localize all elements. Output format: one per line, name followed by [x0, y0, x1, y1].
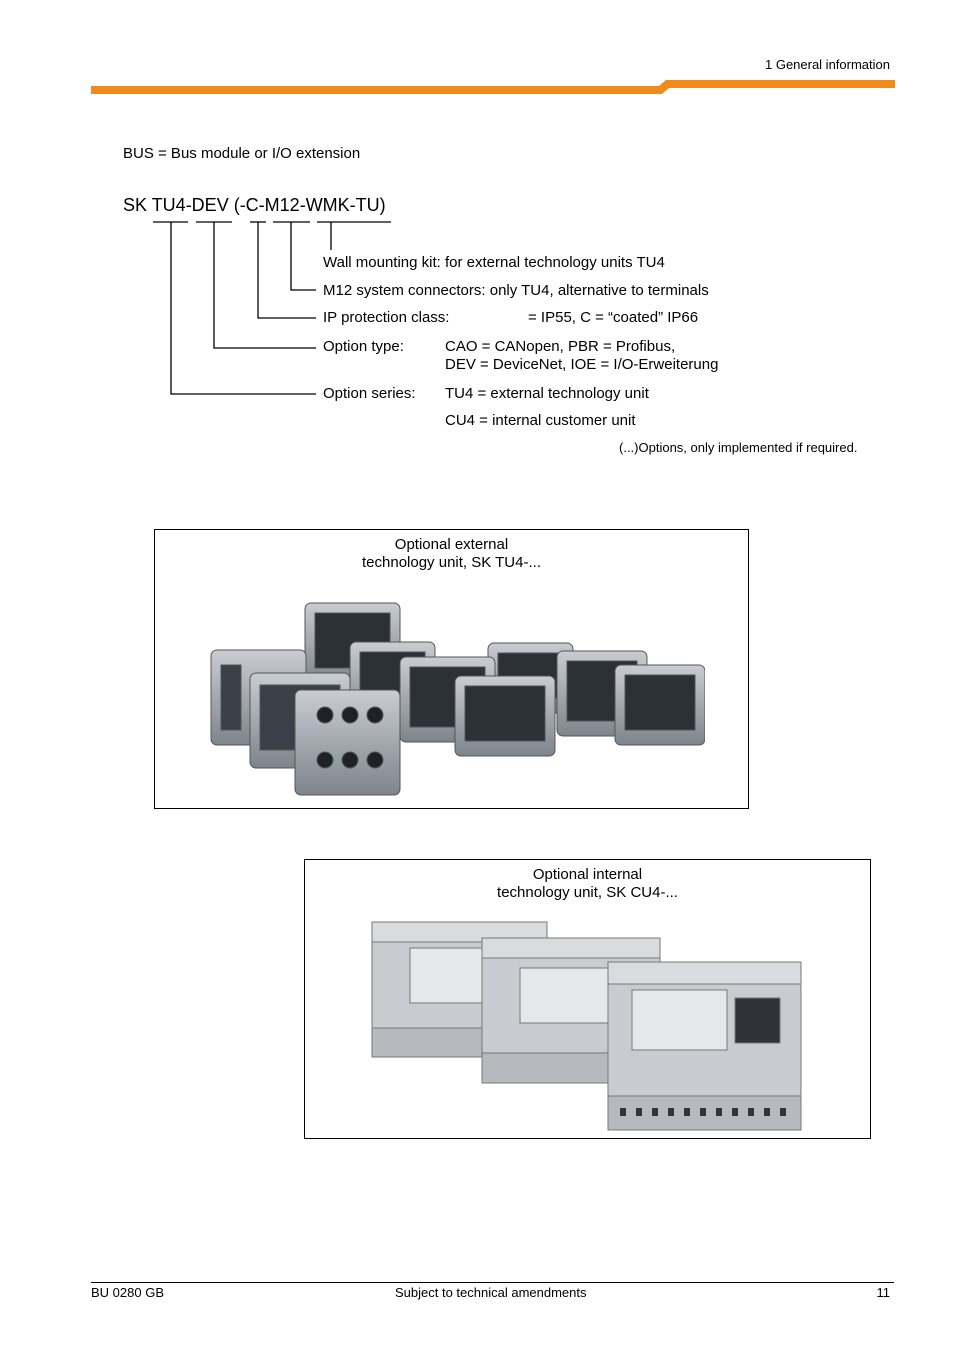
- bus-definition: BUS = Bus module or I/O extension: [123, 145, 361, 162]
- figure-external-title-2: technology unit, SK TU4-...: [362, 554, 541, 571]
- external-units-image: [210, 602, 705, 796]
- code-item-option-type-desc2: DEV = DeviceNet, IOE = I/O-Erweiterung: [445, 356, 719, 373]
- code-item-wall-mount: Wall mounting kit: for external technolo…: [323, 254, 665, 271]
- options-note: (...)Options, only implemented if requir…: [619, 440, 858, 455]
- footer-rule: [91, 1282, 894, 1283]
- code-item-m12: M12 system connectors: only TU4, alterna…: [323, 282, 709, 299]
- type-code-leader-lines: [153, 221, 391, 395]
- figure-internal-title-2: technology unit, SK CU4-...: [497, 884, 678, 901]
- footer-doc-id: BU 0280 GB: [91, 1285, 164, 1300]
- figure-external-units: Optional external technology unit, SK TU…: [154, 529, 749, 809]
- header-accent-bar: [91, 80, 895, 94]
- section-header: 1 General information: [764, 57, 890, 72]
- internal-units-image: [371, 921, 802, 1131]
- footer-center-text: Subject to technical amendments: [395, 1285, 587, 1300]
- code-item-ip-label: IP protection class:: [323, 309, 450, 326]
- page-number: 11: [876, 1285, 891, 1300]
- code-item-option-type-label: Option type:: [323, 338, 404, 355]
- figure-external-title-1: Optional external: [394, 536, 509, 553]
- type-code: SK TU4-DEV (-C-M12-WMK-TU): [123, 195, 386, 215]
- code-item-option-type-desc1: CAO = CANopen, PBR = Profibus,: [445, 338, 676, 355]
- code-item-ip-desc: = IP55, C = “coated” IP66: [528, 309, 699, 326]
- figure-internal-title-1: Optional internal: [532, 866, 643, 883]
- figure-internal-units: Optional internal technology unit, SK CU…: [304, 859, 871, 1139]
- code-item-series-label: Option series:: [323, 385, 416, 402]
- code-item-series-desc2: CU4 = internal customer unit: [445, 412, 636, 429]
- code-item-series-desc1: TU4 = external technology unit: [445, 385, 649, 402]
